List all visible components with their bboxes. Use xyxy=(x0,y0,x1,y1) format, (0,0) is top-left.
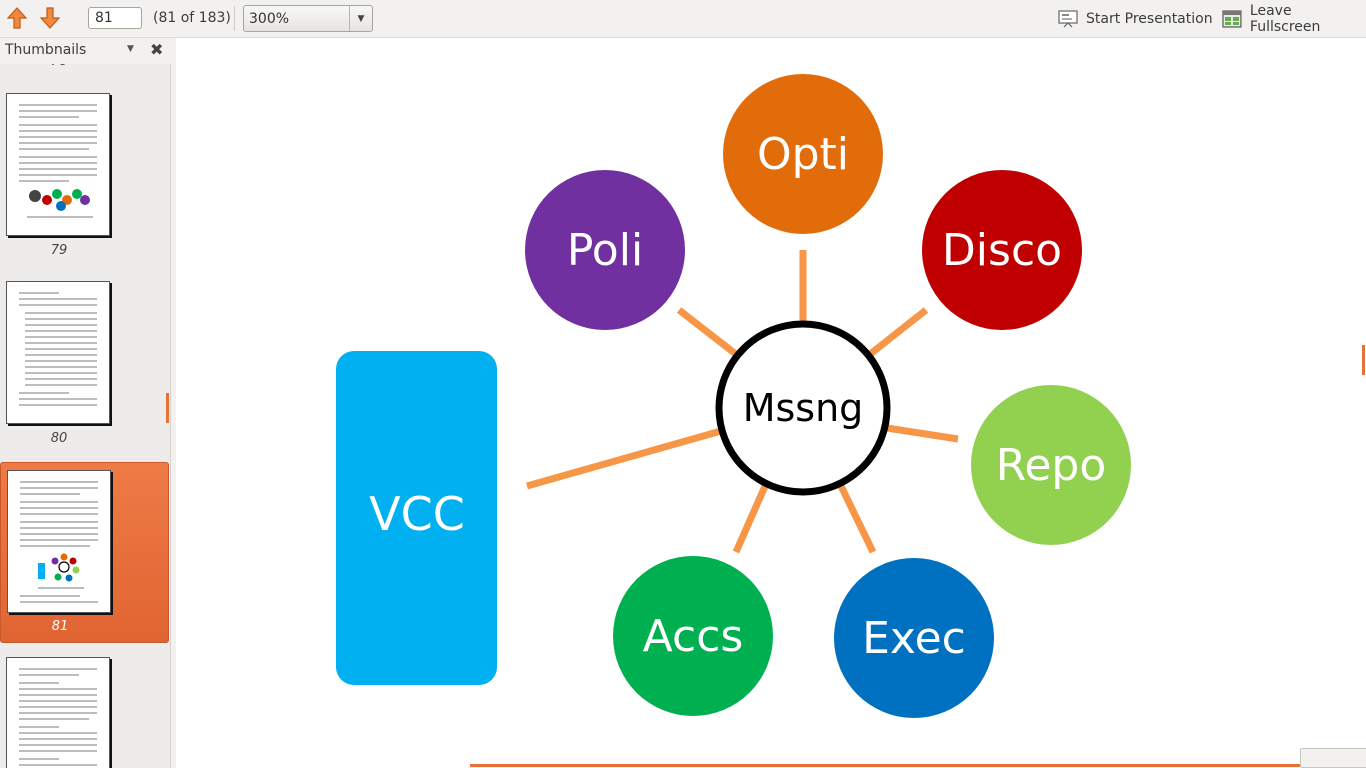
node-label-disco: Disco xyxy=(942,225,1062,276)
connector-line xyxy=(732,482,770,554)
node-label-accs: Accs xyxy=(643,611,744,662)
connector-line xyxy=(676,307,740,358)
start-presentation-button[interactable]: Start Presentation xyxy=(1058,7,1213,31)
vcc-box xyxy=(336,351,497,685)
page-scroll-indicator xyxy=(1362,345,1365,375)
fullscreen-icon xyxy=(1222,10,1242,28)
thumbnail-item[interactable]: 79 xyxy=(0,86,169,266)
connector-line xyxy=(866,307,929,358)
center-label: Mssng xyxy=(743,386,864,430)
thumbnail-page-number: 80 xyxy=(50,431,68,446)
close-icon[interactable]: ✖ xyxy=(150,40,164,59)
toolbar: 81 (81 of 183) 300% ▼ Start Presentation… xyxy=(0,0,1366,38)
node-circle-poli xyxy=(525,170,685,330)
chevron-down-icon[interactable]: ▼ xyxy=(127,44,134,54)
sidebar-header: Thumbnails ▼ ✖ xyxy=(0,38,175,64)
leave-fullscreen-button[interactable]: Leave Fullscreen xyxy=(1222,3,1366,35)
thumbnail-item[interactable]: 80 xyxy=(0,274,169,454)
node-label-exec: Exec xyxy=(862,613,966,664)
node-circle-repo xyxy=(971,385,1131,545)
sidebar-scroll-indicator xyxy=(166,393,169,423)
thumbnail-page-number: 78 xyxy=(0,64,118,69)
connector-line xyxy=(886,424,959,443)
thumbnail-image xyxy=(6,93,110,236)
thumbnail-page-number: 79 xyxy=(50,243,68,258)
center-circle xyxy=(715,320,891,496)
thumbnails-sidebar: Thumbnails ▼ ✖ 78 xyxy=(0,38,175,768)
thumbnail-image xyxy=(7,470,111,613)
vcc-label: VCC xyxy=(369,487,465,541)
arrow-up-icon xyxy=(6,7,28,29)
thumbnail-item[interactable]: 78 xyxy=(0,64,169,74)
previous-page-button[interactable] xyxy=(5,5,29,31)
presentation-icon xyxy=(1058,10,1078,28)
zoom-value: 300% xyxy=(249,11,290,27)
node-circle-opti xyxy=(723,74,883,234)
zoom-select[interactable]: 300% ▼ xyxy=(243,5,373,32)
node-label-poli: Poli xyxy=(567,225,643,276)
arrow-down-icon xyxy=(39,7,61,29)
node-circle-disco xyxy=(922,170,1082,330)
leave-fullscreen-label: Leave Fullscreen xyxy=(1249,3,1321,35)
connector-lines xyxy=(526,250,959,554)
connector-line xyxy=(526,427,722,490)
connector-line xyxy=(836,482,877,554)
page-edge-indicator xyxy=(470,764,1366,767)
next-page-button[interactable] xyxy=(38,5,62,31)
thumbnail-page-number: 81 xyxy=(51,619,69,634)
thumbnail-image xyxy=(6,657,110,768)
node-circle-accs xyxy=(613,556,773,716)
node-label-opti: Opti xyxy=(757,129,849,180)
thumbnail-item[interactable] xyxy=(0,650,169,768)
node-circle-exec xyxy=(834,558,994,718)
horizontal-scrollbar[interactable] xyxy=(1300,748,1366,768)
sidebar-title: Thumbnails xyxy=(5,42,87,58)
node-label-repo: Repo xyxy=(996,440,1107,491)
chevron-down-icon[interactable]: ▼ xyxy=(349,6,372,31)
thumbnail-item-selected[interactable]: 81 xyxy=(0,462,169,643)
page-count-label: (81 of 183) xyxy=(153,10,231,26)
start-presentation-label: Start Presentation xyxy=(1086,11,1213,27)
toolbar-separator xyxy=(234,6,235,31)
thumbnail-image xyxy=(6,281,110,424)
page-number-input[interactable]: 81 xyxy=(88,7,142,29)
thumbnail-list[interactable]: 78 xyxy=(0,64,171,768)
